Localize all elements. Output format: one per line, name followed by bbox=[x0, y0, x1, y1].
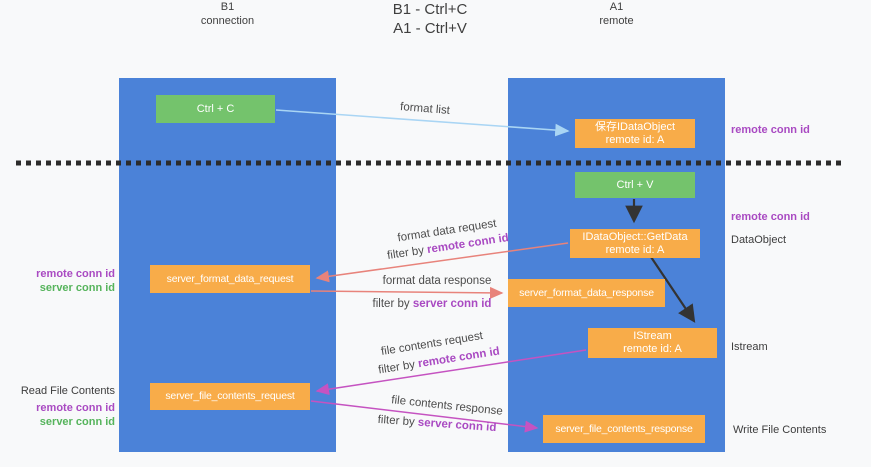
save-idataobject-line1: 保存IDataObject bbox=[594, 120, 676, 133]
istream-box: IStream remote id: A bbox=[588, 328, 717, 358]
arrow-filter-file-contents-response: filter by server conn id bbox=[377, 414, 496, 434]
ctrl-c-label: Ctrl + C bbox=[196, 102, 235, 115]
left-label-remote-conn-id-1: remote conn id bbox=[36, 268, 115, 280]
left-label-group-file: Read File Contents remote conn id server… bbox=[10, 384, 115, 429]
left-label-server-conn-id-2: server conn id bbox=[39, 416, 115, 428]
left-label-server-conn-id-1: server conn id bbox=[39, 282, 115, 294]
server-format-data-response-box: server_format_data_response bbox=[508, 279, 665, 307]
lifeline-header-b1: B1 connection bbox=[119, 0, 336, 28]
ctrl-c-box: Ctrl + C bbox=[156, 95, 275, 123]
server-format-data-response-label: server_format_data_response bbox=[519, 286, 654, 299]
diagram-title-line2: A1 - Ctrl+V bbox=[393, 20, 467, 37]
filter-prefix: filter by bbox=[386, 244, 429, 263]
lifeline-header-a1: A1 remote bbox=[508, 0, 725, 28]
ctrl-v-label: Ctrl + V bbox=[616, 178, 654, 191]
server-file-contents-response-box: server_file_contents_response bbox=[543, 415, 705, 443]
left-label-read-file-contents: Read File Contents bbox=[20, 385, 115, 397]
istream-line2: remote id: A bbox=[623, 343, 682, 355]
getdata-line1: IDataObject::GetData bbox=[582, 230, 688, 243]
istream-line1: IStream bbox=[633, 330, 672, 342]
diagram-title-line1: B1 - Ctrl+C bbox=[392, 1, 468, 18]
filter-prefix: filter by bbox=[372, 298, 413, 310]
lifeline-a1-name: A1 bbox=[609, 1, 624, 13]
server-file-contents-response-label: server_file_contents_response bbox=[555, 422, 693, 435]
right-label-istream: Istream bbox=[731, 341, 768, 353]
arrow-label-format-list: format list bbox=[399, 101, 451, 117]
left-label-remote-conn-id-2: remote conn id bbox=[36, 402, 115, 414]
lifeline-b1-name: B1 bbox=[220, 1, 235, 13]
right-label-dataobject: DataObject bbox=[731, 234, 787, 246]
filter-prefix: filter by bbox=[377, 358, 420, 377]
diagram-title: B1 - Ctrl+C A1 - Ctrl+V bbox=[0, 0, 860, 38]
lifeline-b1-subtitle: connection bbox=[200, 15, 255, 27]
left-label-group-format: remote conn id server conn id bbox=[10, 267, 115, 295]
filter-key-server-conn-id: server conn id bbox=[417, 416, 497, 435]
right-label-write-file-contents: Write File Contents bbox=[733, 424, 827, 436]
arrow-format-data-response bbox=[310, 286, 504, 299]
server-format-data-request-box: server_format_data_request bbox=[150, 265, 310, 293]
server-file-contents-request-label: server_file_contents_request bbox=[165, 390, 295, 402]
arrow-label-file-contents-response: file contents response bbox=[390, 394, 504, 418]
right-label-remote-conn-id-2: remote conn id bbox=[731, 211, 810, 223]
server-format-data-request-label: server_format_data_request bbox=[166, 272, 294, 285]
save-idataobject-line2: remote id: A bbox=[605, 133, 665, 146]
server-file-contents-request-box: server_file_contents_request bbox=[150, 383, 310, 410]
ctrl-v-box: Ctrl + V bbox=[575, 172, 695, 198]
save-idataobject-box: 保存IDataObject remote id: A bbox=[575, 119, 695, 148]
arrow-label-format-data-response: format data response bbox=[382, 275, 492, 287]
getdata-box: IDataObject::GetData remote id: A bbox=[570, 229, 700, 258]
right-label-remote-conn-id-1: remote conn id bbox=[731, 124, 810, 136]
filter-key-server-conn-id: server conn id bbox=[412, 298, 492, 310]
filter-prefix: filter by bbox=[377, 413, 419, 429]
getdata-line2: remote id: A bbox=[605, 243, 665, 256]
lifeline-a1-subtitle: remote bbox=[599, 15, 634, 27]
arrow-filter-format-data-response: filter by server conn id bbox=[373, 298, 492, 310]
